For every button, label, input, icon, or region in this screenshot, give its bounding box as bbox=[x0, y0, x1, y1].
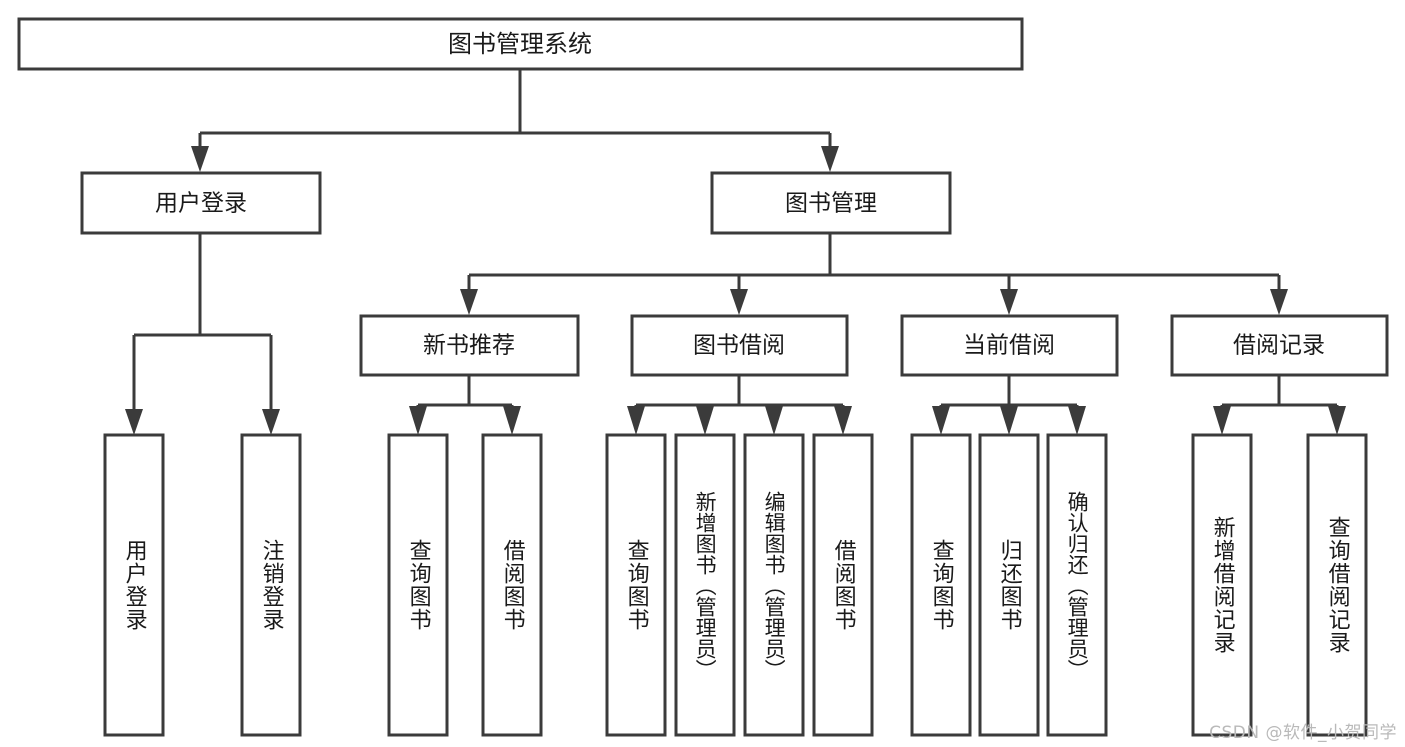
node-user-login-box[interactable] bbox=[80, 171, 322, 235]
leaf-confirm-return-label: 确认归还（管理员） bbox=[1065, 490, 1090, 680]
node-current-borrow-box[interactable] bbox=[900, 314, 1119, 377]
leaf-borrow-book-2-box[interactable] bbox=[812, 433, 874, 737]
leaf-confirm-return-box[interactable] bbox=[1046, 433, 1108, 737]
leaf-query-record-label: 查询借阅记录 bbox=[1324, 516, 1350, 654]
arrow-leaf-query-book-2 bbox=[627, 406, 645, 435]
leaf-borrow-book-2-label: 借阅图书 bbox=[830, 539, 856, 631]
node-borrow-record[interactable]: 借阅记录 bbox=[1170, 314, 1389, 377]
arrow-leaf-query-book-1 bbox=[409, 406, 427, 435]
arrow-borrow-record bbox=[1270, 289, 1288, 315]
arrow-leaf-borrow-book-2 bbox=[834, 406, 852, 435]
leaf-add-record-box[interactable] bbox=[1191, 433, 1253, 737]
leaf-borrow-book-1-box[interactable] bbox=[481, 433, 543, 737]
leaf-add-book[interactable]: 新增图书（管理员） bbox=[674, 433, 736, 737]
node-book-borrow[interactable]: 图书借阅 bbox=[630, 314, 849, 377]
leaf-query-book-2[interactable]: 查询图书 bbox=[605, 433, 667, 737]
leaf-user-logout-box[interactable] bbox=[240, 433, 302, 737]
node-borrow-record-box[interactable] bbox=[1170, 314, 1389, 377]
leaf-user-login-box[interactable] bbox=[103, 433, 165, 737]
leaf-query-book-3-box[interactable] bbox=[910, 433, 972, 737]
arrow-leaf-return-book bbox=[1000, 406, 1018, 435]
leaf-query-record[interactable]: 查询借阅记录 bbox=[1306, 433, 1368, 737]
leaf-confirm-return[interactable]: 确认归还（管理员） bbox=[1046, 433, 1108, 737]
arrow-user-login bbox=[191, 146, 209, 172]
leaf-add-record-label: 新增借阅记录 bbox=[1209, 516, 1235, 654]
arrow-leaf-edit-book bbox=[765, 406, 783, 435]
leaf-user-logout-label: 注销登录 bbox=[258, 539, 284, 631]
arrow-leaf-user-login bbox=[125, 409, 143, 435]
arrow-leaf-query-book-3 bbox=[932, 406, 950, 435]
leaf-query-book-1-box[interactable] bbox=[387, 433, 449, 737]
leaf-user-login[interactable]: 用户登录 bbox=[103, 433, 165, 737]
node-book-borrow-label: 图书借阅 bbox=[693, 333, 785, 359]
leaf-query-book-3-label: 查询图书 bbox=[928, 539, 954, 631]
node-new-book-recommend-box[interactable] bbox=[359, 314, 580, 377]
leaf-return-book-label: 归还图书 bbox=[996, 539, 1022, 631]
node-borrow-record-label: 借阅记录 bbox=[1233, 333, 1325, 359]
leaf-add-book-box[interactable] bbox=[674, 433, 736, 737]
node-root-label: 图书管理系统 bbox=[448, 30, 592, 58]
node-current-borrow-label: 当前借阅 bbox=[963, 333, 1055, 359]
leaf-user-login-label: 用户登录 bbox=[121, 539, 147, 631]
node-book-manage[interactable]: 图书管理 bbox=[710, 171, 952, 235]
leaf-add-book-label: 新增图书（管理员） bbox=[693, 490, 718, 680]
arrow-leaf-user-logout bbox=[262, 409, 280, 435]
leaf-query-record-box[interactable] bbox=[1306, 433, 1368, 737]
leaf-query-book-1-label: 查询图书 bbox=[405, 539, 431, 631]
leaf-edit-book[interactable]: 编辑图书（管理员） bbox=[743, 433, 805, 737]
node-current-borrow[interactable]: 当前借阅 bbox=[900, 314, 1119, 377]
node-root-box[interactable] bbox=[17, 17, 1024, 71]
arrow-book-borrow bbox=[730, 289, 748, 315]
arrow-leaf-confirm-return bbox=[1068, 406, 1086, 435]
leaf-query-book-1[interactable]: 查询图书 bbox=[387, 433, 449, 737]
node-new-book-recommend-label: 新书推荐 bbox=[423, 333, 515, 359]
arrowhead-group bbox=[125, 146, 1346, 435]
node-user-login-label: 用户登录 bbox=[155, 191, 247, 217]
leaf-borrow-book-2[interactable]: 借阅图书 bbox=[812, 433, 874, 737]
leaf-edit-book-label: 编辑图书（管理员） bbox=[762, 490, 787, 680]
node-new-book-recommend[interactable]: 新书推荐 bbox=[359, 314, 580, 377]
leaf-return-book[interactable]: 归还图书 bbox=[978, 433, 1040, 737]
arrow-book-manage bbox=[821, 146, 839, 172]
leaf-query-book-2-box[interactable] bbox=[605, 433, 667, 737]
node-book-manage-label: 图书管理 bbox=[785, 191, 877, 217]
leaf-borrow-book-1-label: 借阅图书 bbox=[499, 539, 525, 631]
node-user-login[interactable]: 用户登录 bbox=[80, 171, 322, 235]
leaf-borrow-book-1[interactable]: 借阅图书 bbox=[481, 433, 543, 737]
leaf-query-book-2-label: 查询图书 bbox=[623, 539, 649, 631]
arrow-current-borrow bbox=[1000, 289, 1018, 315]
node-book-manage-box[interactable] bbox=[710, 171, 952, 235]
arrow-leaf-borrow-book-1 bbox=[503, 406, 521, 435]
leaf-add-record[interactable]: 新增借阅记录 bbox=[1191, 433, 1253, 737]
node-book-borrow-box[interactable] bbox=[630, 314, 849, 377]
arrow-new-book-recommend bbox=[460, 289, 478, 315]
arrow-leaf-add-book bbox=[696, 406, 714, 435]
leaf-return-book-box[interactable] bbox=[978, 433, 1040, 737]
leaf-user-logout[interactable]: 注销登录 bbox=[240, 433, 302, 737]
leaf-edit-book-box[interactable] bbox=[743, 433, 805, 737]
arrow-leaf-add-record bbox=[1213, 406, 1231, 435]
node-root[interactable]: 图书管理系统 bbox=[17, 17, 1024, 71]
leaf-query-book-3[interactable]: 查询图书 bbox=[910, 433, 972, 737]
arrow-leaf-query-record bbox=[1328, 406, 1346, 435]
